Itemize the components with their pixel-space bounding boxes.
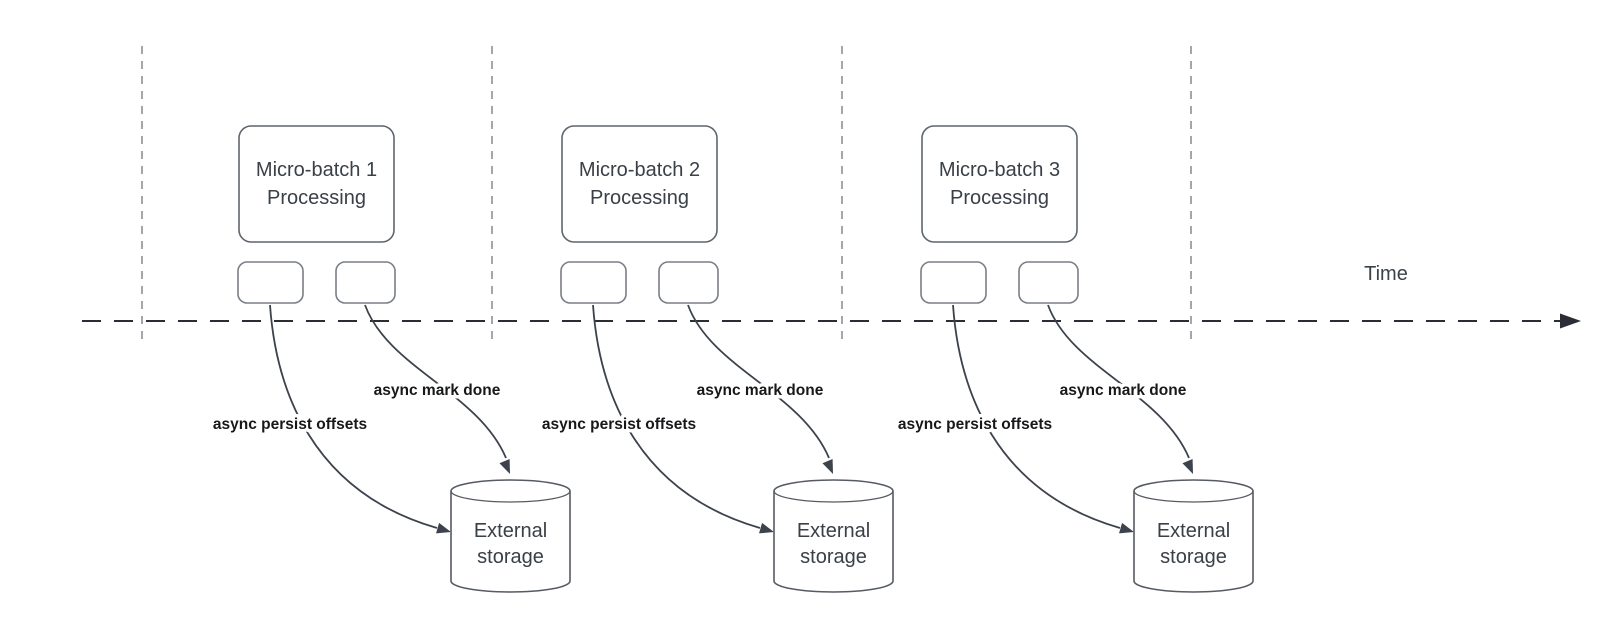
persist-offsets-arrowhead-icon xyxy=(759,522,774,534)
persist-offsets-arrowhead-icon xyxy=(1119,522,1134,534)
mark-done-label: async mark done xyxy=(697,382,824,399)
processing-box xyxy=(921,125,1078,243)
mark-done-arrowhead-icon xyxy=(822,458,833,474)
mark-done-label: async mark done xyxy=(1060,382,1187,399)
external-storage-label-line1: External xyxy=(1157,520,1230,542)
external-storage-cylinder xyxy=(773,479,894,593)
mark-done-arrowhead-icon xyxy=(1182,458,1193,474)
processing-box-title: Micro-batch 3 xyxy=(939,159,1060,181)
processing-box xyxy=(238,125,395,243)
external-storage-cylinder-lid xyxy=(1133,490,1254,503)
processing-box-subtitle: Processing xyxy=(267,187,366,209)
processing-box xyxy=(561,125,718,243)
processing-box-title: Micro-batch 1 xyxy=(256,159,377,181)
persist-offsets-label: async persist offsets xyxy=(542,416,696,433)
persist-offsets-arrow xyxy=(592,304,761,529)
external-storage-label-line1: External xyxy=(474,520,547,542)
processing-box-subtitle: Processing xyxy=(590,187,689,209)
processing-box-subtitle: Processing xyxy=(950,187,1049,209)
mark-done-label: async mark done xyxy=(374,382,501,399)
external-storage-cylinder-lid xyxy=(773,490,894,503)
persist-offsets-arrowhead-icon xyxy=(436,522,451,534)
microbatch-group-1: Micro-batch 1 Processing async persist o… xyxy=(209,125,571,593)
microbatch-group-3: Micro-batch 3 Processing async persist o… xyxy=(894,125,1254,593)
external-storage-cylinder xyxy=(1133,479,1254,593)
mark-done-task-box xyxy=(335,261,396,304)
time-axis-arrowhead-icon xyxy=(1560,313,1581,329)
external-storage-cylinder-lid xyxy=(450,490,571,503)
persist-offsets-arrow xyxy=(269,304,438,529)
mark-done-task-box xyxy=(1018,261,1079,304)
offset-commit-task-box xyxy=(237,261,304,304)
persist-offsets-label: async persist offsets xyxy=(898,416,1052,433)
mark-done-arrow xyxy=(1047,304,1190,459)
mark-done-arrow xyxy=(364,304,507,459)
processing-box-title: Micro-batch 2 xyxy=(579,159,700,181)
mark-done-arrowhead-icon xyxy=(499,458,510,474)
persist-offsets-label: async persist offsets xyxy=(213,416,367,433)
external-storage-label-line2: storage xyxy=(477,546,544,568)
external-storage-label-line2: storage xyxy=(800,546,867,568)
mark-done-task-box xyxy=(658,261,719,304)
microbatch-group-2: Micro-batch 2 Processing async persist o… xyxy=(538,125,894,593)
mark-done-arrow xyxy=(687,304,830,459)
time-axis-label: Time xyxy=(1364,263,1408,285)
external-storage-label-line2: storage xyxy=(1160,546,1227,568)
offset-commit-task-box xyxy=(560,261,627,304)
external-storage-label-line1: External xyxy=(797,520,870,542)
offset-commit-task-box xyxy=(920,261,987,304)
external-storage-cylinder xyxy=(450,479,571,593)
persist-offsets-arrow xyxy=(952,304,1121,529)
